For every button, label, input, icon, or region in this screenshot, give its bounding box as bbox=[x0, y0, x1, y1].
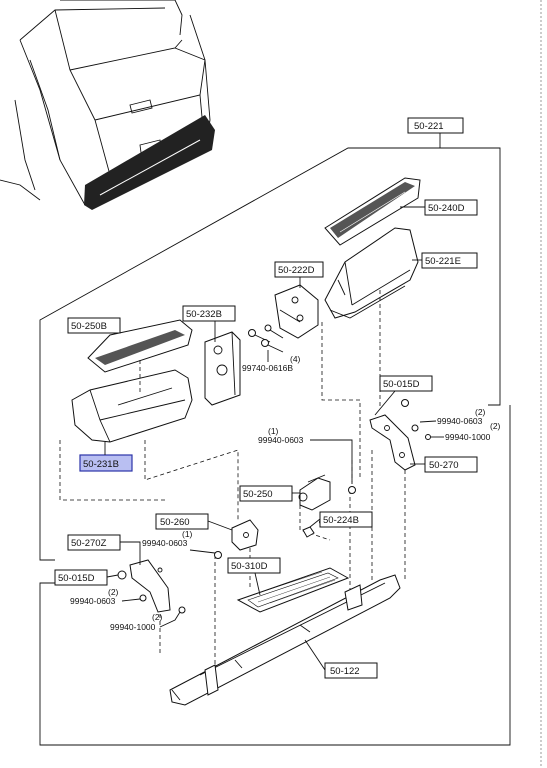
callouts: 50-221 50-240D 50-221E 50-222D 50-232B 5… bbox=[54, 117, 501, 679]
label-99940-0603-right: 99940-0603 bbox=[437, 416, 483, 426]
label-50-270: 50-270 bbox=[429, 460, 459, 471]
label-50-270Z: 50-270Z bbox=[71, 538, 107, 549]
label-50-310D: 50-310D bbox=[231, 561, 268, 572]
part-50-015D-left[interactable] bbox=[117, 559, 186, 614]
vehicle-rear-sketch bbox=[0, 0, 215, 210]
label-box-50-015D-bottom[interactable] bbox=[54, 569, 108, 586]
bolts-99740-0616B[interactable] bbox=[248, 324, 284, 353]
part-50-015D-right[interactable] bbox=[369, 399, 431, 471]
label-box-50-250B[interactable] bbox=[67, 317, 121, 334]
label-qty-1-left: (1) bbox=[182, 529, 193, 539]
part-50-260[interactable] bbox=[214, 519, 259, 559]
part-50-231B[interactable] bbox=[71, 369, 193, 443]
label-50-221E: 50-221E bbox=[425, 256, 461, 267]
part-50-232B[interactable] bbox=[204, 331, 241, 406]
group-frame-bottom bbox=[39, 405, 511, 746]
label-50-222D: 50-222D bbox=[278, 265, 315, 276]
label-50-224B: 50-224B bbox=[323, 515, 359, 526]
label-50-260: 50-260 bbox=[160, 517, 190, 528]
label-99940-0603-left: 99940-0603 bbox=[142, 538, 188, 548]
label-box-50-232B[interactable] bbox=[182, 305, 236, 322]
label-50-122: 50-122 bbox=[330, 666, 360, 677]
group-frame-left bbox=[39, 133, 441, 561]
label-99940-1000-right: 99940-1000 bbox=[445, 432, 491, 442]
label-50-015D-bottom: 50-015D bbox=[58, 573, 95, 584]
label-box-50-221E[interactable] bbox=[421, 252, 478, 269]
label-50-221: 50-221 bbox=[414, 121, 444, 132]
label-qty-4: (4) bbox=[290, 354, 301, 364]
label-box-50-221[interactable] bbox=[407, 117, 464, 134]
label-99940-0603-left2: 99940-0603 bbox=[70, 596, 116, 606]
label-50-250: 50-250 bbox=[243, 489, 273, 500]
part-50-250B[interactable] bbox=[87, 319, 193, 373]
part-50-122[interactable] bbox=[169, 574, 401, 706]
label-99740-0616B: 99740-0616B bbox=[242, 363, 293, 373]
label-50-250B: 50-250B bbox=[71, 321, 107, 332]
label-qty-2-r2: (2) bbox=[490, 421, 501, 431]
label-50-015D-top: 50-015D bbox=[383, 379, 420, 390]
part-50-310D[interactable] bbox=[236, 567, 350, 613]
label-box-50-015D-top[interactable] bbox=[379, 375, 433, 392]
label-box-50-270[interactable] bbox=[424, 456, 478, 473]
part-50-222D[interactable] bbox=[274, 284, 319, 339]
label-box-50-260[interactable] bbox=[155, 513, 209, 530]
label-99940-0603-center: 99940-0603 bbox=[258, 435, 304, 445]
label-box-50-310D[interactable] bbox=[227, 557, 281, 574]
part-50-250[interactable] bbox=[298, 474, 356, 511]
part-50-221E[interactable] bbox=[324, 227, 419, 319]
label-qty-2-r1: (2) bbox=[475, 407, 486, 417]
label-50-231B: 50-231B bbox=[83, 459, 119, 470]
label-50-232B: 50-232B bbox=[186, 309, 222, 320]
group-frame-right bbox=[440, 147, 501, 406]
label-50-240D: 50-240D bbox=[428, 203, 465, 214]
label-99940-1000-left: 99940-1000 bbox=[110, 622, 156, 632]
label-qty-1-center: (1) bbox=[268, 426, 279, 436]
label-qty-2-l1: (2) bbox=[108, 587, 119, 597]
label-box-50-250[interactable] bbox=[239, 485, 293, 502]
label-box-50-122[interactable] bbox=[324, 662, 378, 679]
label-box-50-240D[interactable] bbox=[424, 199, 478, 216]
label-box-50-270Z[interactable] bbox=[67, 534, 121, 551]
part-50-240D[interactable] bbox=[324, 177, 421, 246]
label-qty-2-l2: (2) bbox=[152, 612, 163, 622]
label-box-50-231B-highlighted[interactable] bbox=[79, 454, 133, 472]
label-box-50-222D[interactable] bbox=[274, 261, 324, 278]
